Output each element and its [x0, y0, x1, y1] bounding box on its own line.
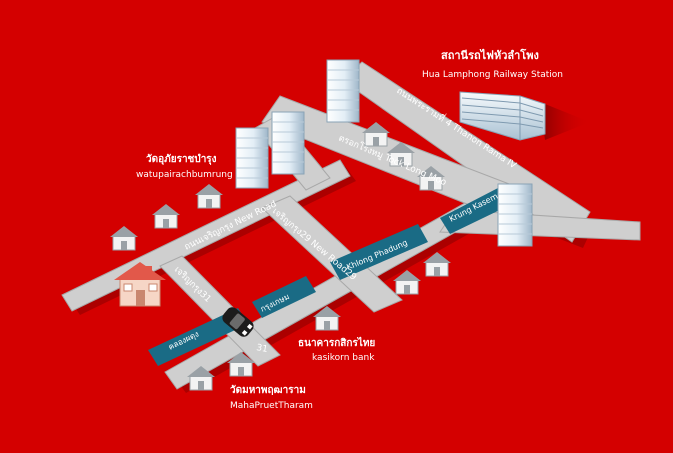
- bank-english-label: kasikorn bank: [312, 353, 375, 363]
- temple1-english-label: watupairachbumrung: [136, 170, 233, 180]
- office-tower-icon: [271, 111, 305, 175]
- temple1-thai-label: วัดอุภัยราชบำรุง: [146, 153, 217, 165]
- house-icon: [417, 166, 445, 191]
- house-icon: [152, 204, 180, 229]
- office-tower-icon: [326, 59, 360, 123]
- station-thai-label: สถานีรถไฟหัวลำโพง: [441, 48, 539, 62]
- canal-krung-kasem: [440, 188, 508, 234]
- house-icon: [313, 306, 341, 331]
- office-tower-icon: [235, 127, 269, 189]
- house-icon: [393, 270, 421, 295]
- house-icon: [195, 184, 223, 209]
- canal-khlong-phadung: [330, 224, 428, 280]
- road-charoenkrung29: [261, 195, 403, 313]
- house-icon: [387, 142, 415, 167]
- road-label-soi31: 31: [255, 343, 268, 355]
- house-icon: [423, 252, 451, 277]
- temple2-thai-label: วัดมหาพฤฒาราม: [230, 384, 306, 396]
- car-icon: [222, 307, 254, 337]
- office-tower-icon: [497, 183, 533, 247]
- houses: [110, 122, 451, 391]
- station-english-label: Hua Lamphong Railway Station: [422, 70, 563, 80]
- house-icon: [110, 226, 138, 251]
- house-icon: [187, 366, 215, 391]
- bank-thai-label: ธนาคารกสิกรไทย: [298, 336, 375, 349]
- canals: [148, 188, 508, 366]
- railway-station: [459, 91, 590, 141]
- landmark-labels: สถานีรถไฟหัวลำโพง Hua Lamphong Railway S…: [136, 48, 563, 411]
- office-towers: [235, 59, 533, 247]
- home-destination-icon: [114, 262, 166, 307]
- temple2-english-label: MahaPruetTharam: [230, 401, 313, 411]
- canal-khlong-phadung-lower: [148, 308, 248, 366]
- canal-krung-kasem-lower: [252, 276, 316, 318]
- road-label-new-road29: เจริญกรุง29 New Road29: [270, 206, 359, 283]
- house-icon: [362, 122, 390, 147]
- house-icon: [227, 352, 255, 377]
